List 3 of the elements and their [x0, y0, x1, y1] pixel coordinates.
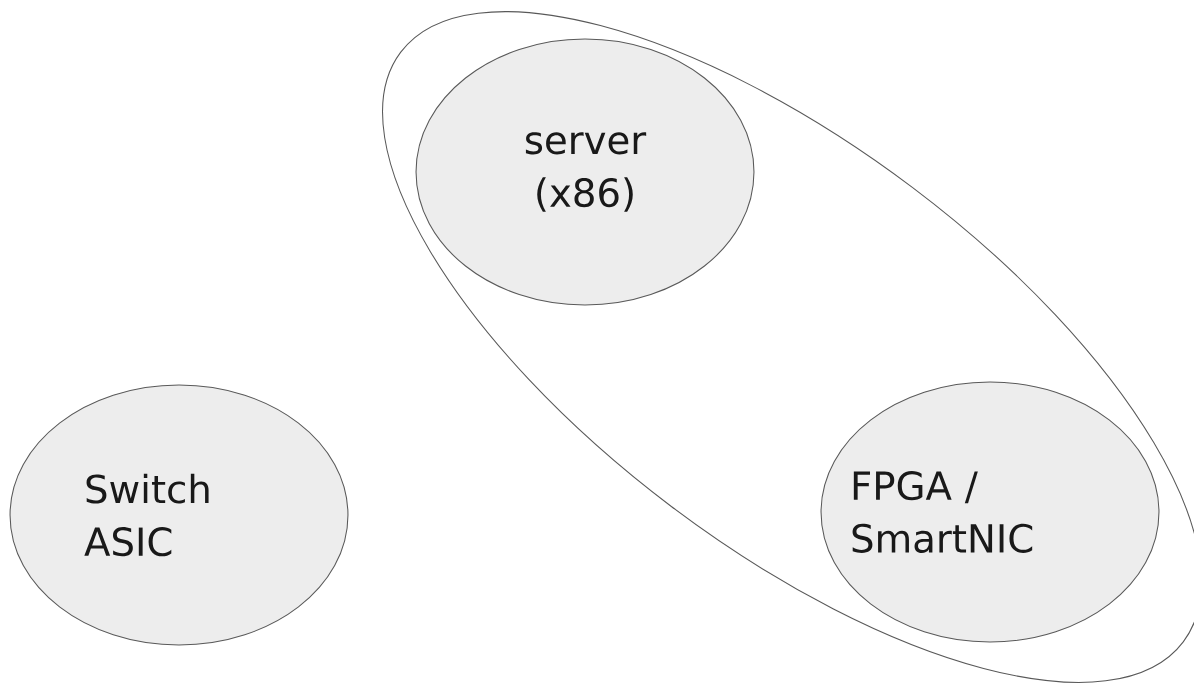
ellipse-node: server (x86)	[415, 38, 755, 306]
ellipse-node: Switch ASIC	[9, 384, 349, 646]
ellipse-node: FPGA / SmartNIC	[820, 381, 1160, 643]
